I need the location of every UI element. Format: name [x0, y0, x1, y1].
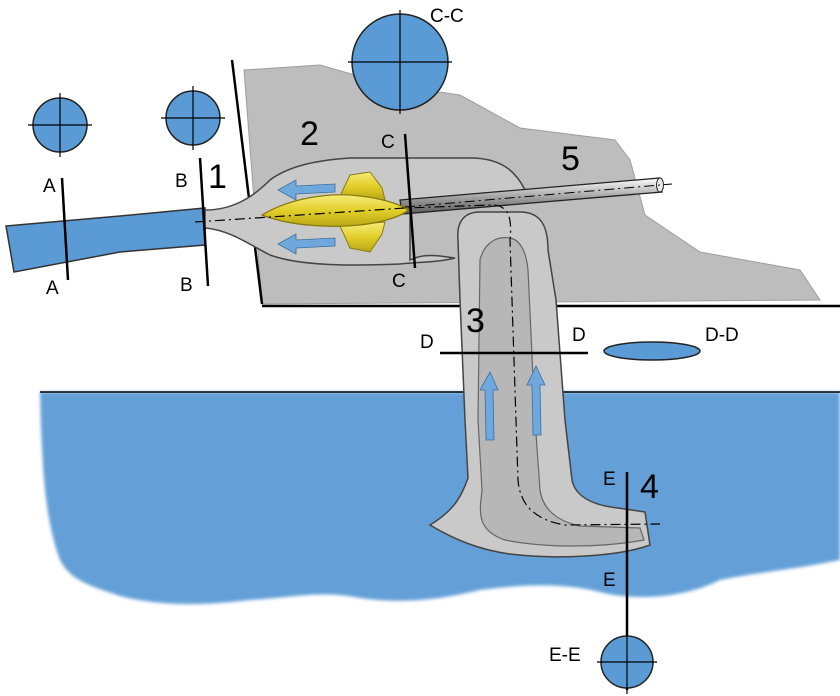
section-detail-e [597, 632, 657, 694]
water-body [40, 392, 840, 605]
section-line-a [60, 177, 70, 281]
hull-outline-left [230, 59, 264, 305]
part-number-intake-duct: 3 [466, 302, 485, 340]
label-d-detail: D-D [705, 325, 739, 346]
section-detail-c [348, 10, 452, 114]
arrow-upper-left [277, 179, 336, 201]
part-number-pump: 2 [300, 115, 319, 153]
label-e-top: E [603, 469, 616, 490]
section-detail-d [603, 341, 701, 361]
part-number-inlet: 4 [640, 468, 659, 506]
arrow-duct-right [526, 365, 546, 436]
water-jet [5, 207, 206, 273]
label-e-bottom: E [603, 570, 616, 591]
flow-arrows-pump [277, 179, 336, 255]
arrow-lower-left [277, 233, 336, 255]
label-a-bottom: A [46, 278, 59, 299]
arrow-duct-left [479, 371, 499, 441]
impeller [260, 171, 409, 253]
section-line-c [403, 133, 417, 269]
section-line-b [198, 157, 210, 287]
label-c-top: C [381, 132, 395, 153]
label-c-detail: C-C [430, 6, 464, 27]
flow-arrows-duct [479, 365, 546, 441]
label-b-bottom: B [180, 275, 193, 296]
part-number-shaft: 5 [561, 140, 580, 178]
label-b-top: B [175, 171, 188, 192]
part-number-nozzle: 1 [208, 158, 227, 196]
label-d-left: D [420, 332, 434, 353]
shaft-centerline [404, 183, 673, 208]
impeller-hub [260, 194, 409, 227]
centerline [194, 204, 661, 526]
label-a-top: A [43, 176, 56, 197]
section-detail-a [28, 93, 92, 157]
label-c-bottom: C [392, 271, 406, 292]
label-e-detail: E-E [549, 645, 581, 666]
label-d-right: D [572, 325, 586, 346]
section-detail-b [161, 86, 225, 150]
